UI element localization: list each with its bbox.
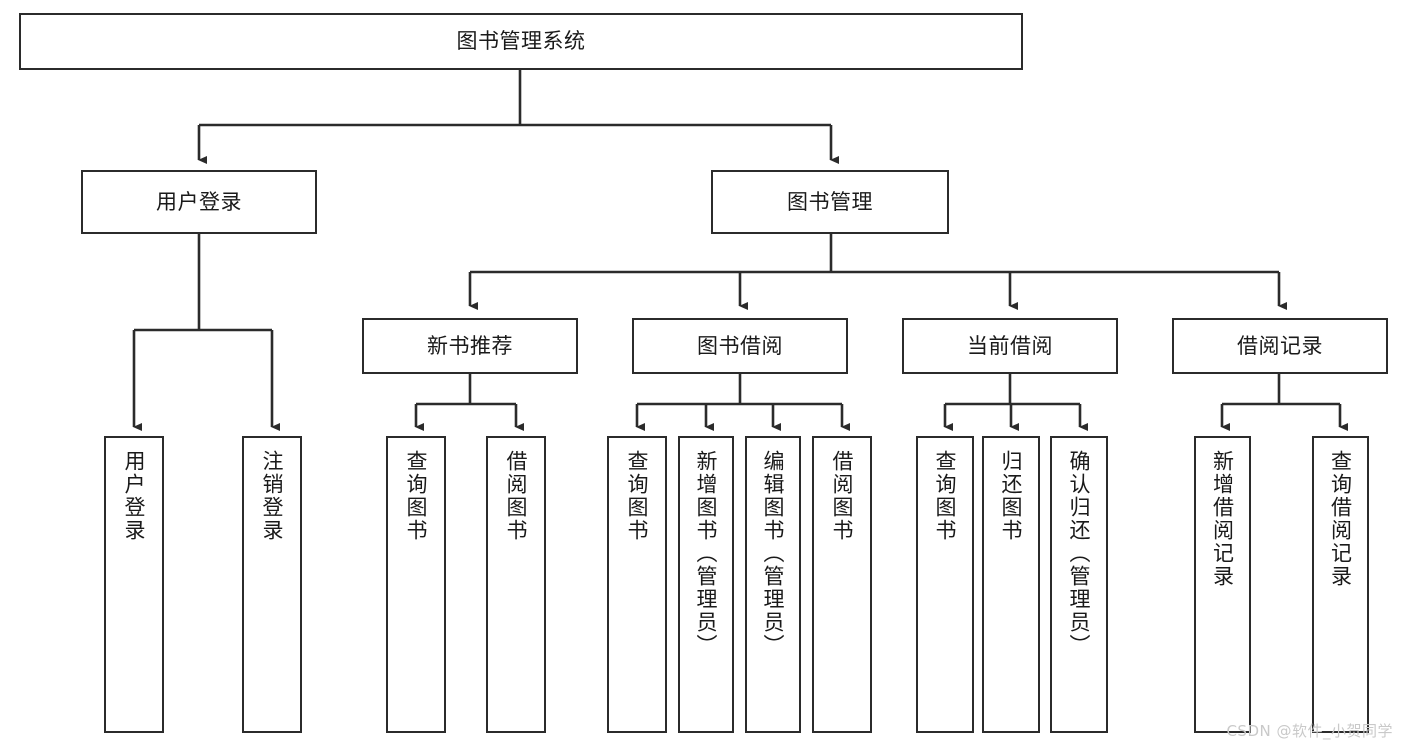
node-leaf-label: 编辑图书（管理员）: [761, 450, 786, 657]
node-leaf-book-borrow-borrow[interactable]: 借阅图书: [812, 436, 872, 733]
node-borrow-record[interactable]: 借阅记录: [1172, 318, 1388, 374]
node-new-book-recommend-label: 新书推荐: [427, 333, 513, 358]
node-leaf-label: 查询借阅记录: [1328, 450, 1353, 588]
node-leaf-label: 查询图书: [404, 450, 429, 542]
node-leaf-book-borrow-edit[interactable]: 编辑图书（管理员）: [745, 436, 801, 733]
node-leaf-label: 归还图书: [999, 450, 1024, 542]
node-root-book-management-system[interactable]: 图书管理系统: [19, 13, 1023, 70]
node-leaf-new-book-query[interactable]: 查询图书: [386, 436, 446, 733]
node-book-management[interactable]: 图书管理: [711, 170, 949, 234]
node-leaf-label: 注销登录: [260, 450, 285, 542]
node-user-login[interactable]: 用户登录: [81, 170, 317, 234]
node-leaf-label: 借阅图书: [830, 450, 855, 542]
node-leaf-user-login-logout[interactable]: 注销登录: [242, 436, 302, 733]
node-book-borrow-label: 图书借阅: [697, 333, 783, 358]
node-leaf-user-login-login[interactable]: 用户登录: [104, 436, 164, 733]
node-root-label: 图书管理系统: [456, 29, 586, 54]
node-leaf-label: 用户登录: [122, 450, 147, 542]
node-book-borrow[interactable]: 图书借阅: [632, 318, 848, 374]
node-current-borrow-label: 当前借阅: [967, 333, 1053, 358]
node-new-book-recommend[interactable]: 新书推荐: [362, 318, 578, 374]
node-borrow-record-label: 借阅记录: [1237, 333, 1323, 358]
node-leaf-new-book-borrow[interactable]: 借阅图书: [486, 436, 546, 733]
node-leaf-current-borrow-return[interactable]: 归还图书: [982, 436, 1040, 733]
node-leaf-book-borrow-add[interactable]: 新增图书（管理员）: [678, 436, 734, 733]
node-leaf-label: 新增借阅记录: [1210, 450, 1235, 588]
node-leaf-borrow-record-query[interactable]: 查询借阅记录: [1312, 436, 1369, 733]
node-leaf-label: 借阅图书: [504, 450, 529, 542]
node-leaf-label: 查询图书: [625, 450, 650, 542]
node-leaf-label: 确认归还（管理员）: [1067, 450, 1092, 657]
node-leaf-current-borrow-query[interactable]: 查询图书: [916, 436, 974, 733]
node-leaf-borrow-record-add[interactable]: 新增借阅记录: [1194, 436, 1251, 733]
node-leaf-book-borrow-query[interactable]: 查询图书: [607, 436, 667, 733]
node-leaf-label: 查询图书: [933, 450, 958, 542]
node-current-borrow[interactable]: 当前借阅: [902, 318, 1118, 374]
node-book-management-label: 图书管理: [787, 189, 873, 214]
node-user-login-label: 用户登录: [156, 189, 242, 214]
node-leaf-label: 新增图书（管理员）: [694, 450, 719, 657]
node-leaf-current-borrow-confirm[interactable]: 确认归还（管理员）: [1050, 436, 1108, 733]
